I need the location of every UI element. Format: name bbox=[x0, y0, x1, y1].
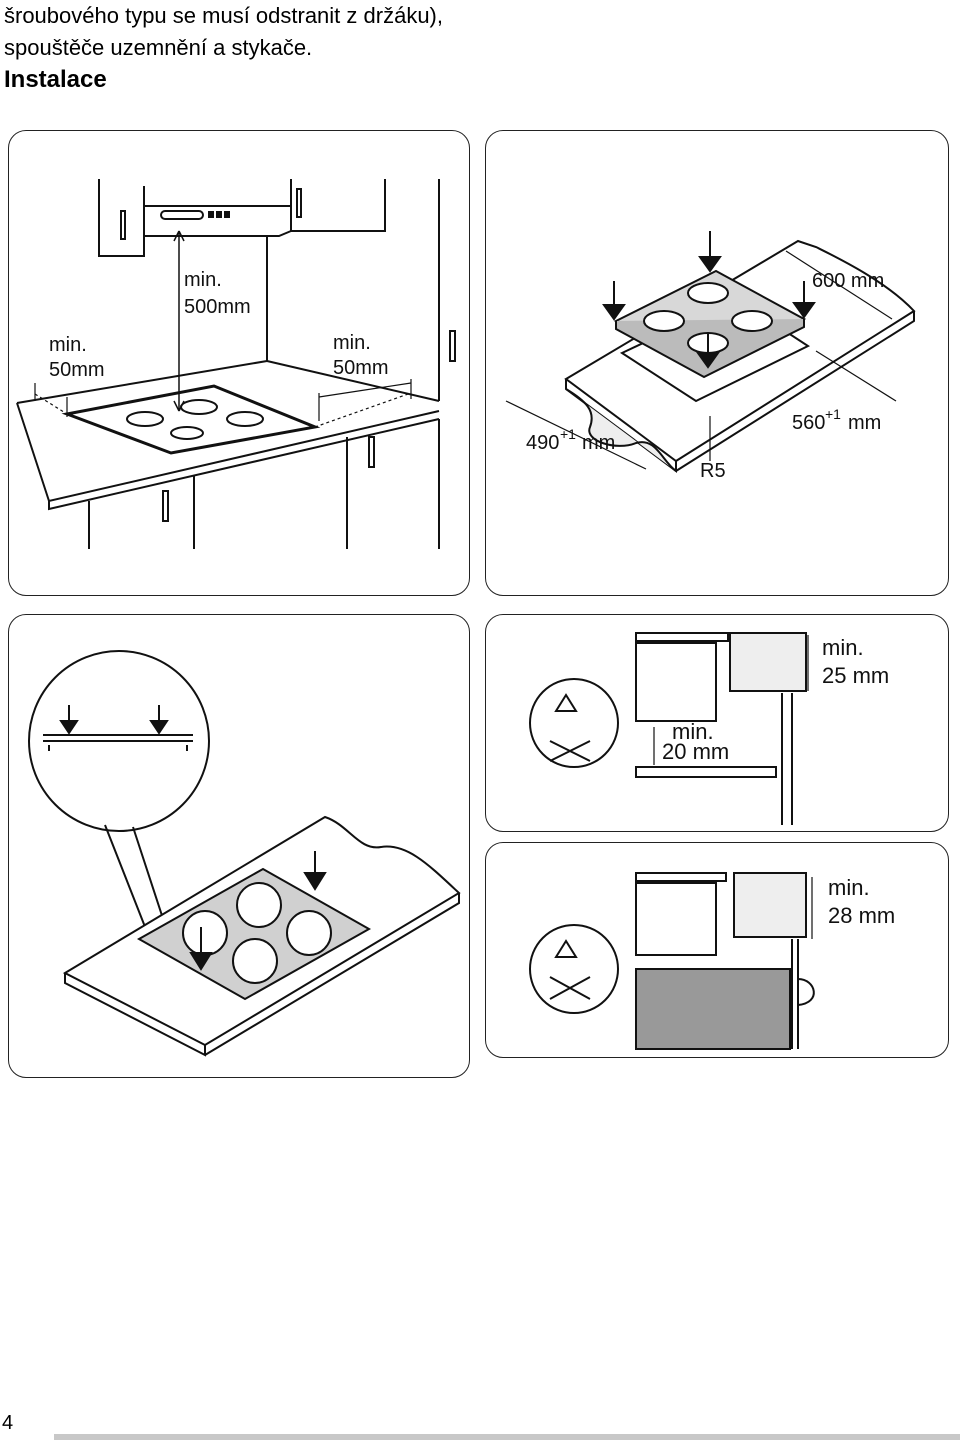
cutout-drawing: 600 mm 560 +1 mm 490 +1 mm R5 bbox=[505, 231, 916, 482]
cut-depth-value: 490 bbox=[526, 432, 559, 454]
intro-line-1: šroubového typu se musí odstranit z držá… bbox=[4, 3, 443, 28]
label-top-1: min. bbox=[184, 269, 222, 291]
label-right-1: min. bbox=[333, 332, 371, 354]
label-25-2: 25 mm bbox=[822, 663, 889, 688]
radius-label: R5 bbox=[700, 460, 726, 482]
label-25-1: min. bbox=[822, 635, 864, 660]
figure-cutout-dimensions: 600 mm 560 +1 mm 490 +1 mm R5 bbox=[485, 130, 949, 596]
width-label: 600 mm bbox=[812, 270, 884, 292]
section-title: Instalace bbox=[4, 66, 107, 93]
label-left-1: min. bbox=[49, 334, 87, 356]
cut-width-unit: mm bbox=[848, 412, 881, 434]
cut-depth-tolerance: +1 bbox=[560, 426, 576, 442]
label-20-1: min. bbox=[672, 719, 714, 744]
oven-drawing: min. 28 mm bbox=[529, 872, 895, 1050]
figure-hob-placement bbox=[8, 614, 470, 1078]
intro-text: šroubového typu se musí odstranit z držá… bbox=[4, 0, 443, 64]
cut-width-tolerance: +1 bbox=[825, 406, 841, 422]
label-28-2: 28 mm bbox=[828, 903, 895, 928]
figure-clearance-underside: min. 25 mm min. 20 mm bbox=[485, 614, 949, 832]
footer-rule bbox=[54, 1434, 960, 1440]
figure-clearances: min. 500mm min. 50mm min. 50mm bbox=[8, 130, 470, 596]
cut-depth-unit: mm bbox=[582, 432, 615, 454]
page-number: 4 bbox=[2, 1412, 14, 1434]
underside-drawing: min. 25 mm min. 20 mm bbox=[529, 632, 889, 825]
label-top-2: 500mm bbox=[184, 296, 251, 318]
cut-width-value: 560 bbox=[792, 412, 825, 434]
label-right-2: 50mm bbox=[333, 357, 389, 379]
clearance-drawing: min. 500mm min. 50mm min. 50mm bbox=[16, 179, 456, 549]
placement-drawing bbox=[28, 650, 461, 1057]
label-left-2: 50mm bbox=[49, 359, 105, 381]
intro-line-2: spouštěče uzemnění a stykače. bbox=[4, 35, 313, 60]
label-28-1: min. bbox=[828, 875, 870, 900]
figure-clearance-oven: min. 28 mm bbox=[485, 842, 949, 1058]
label-20-2: 20 mm bbox=[662, 739, 729, 764]
